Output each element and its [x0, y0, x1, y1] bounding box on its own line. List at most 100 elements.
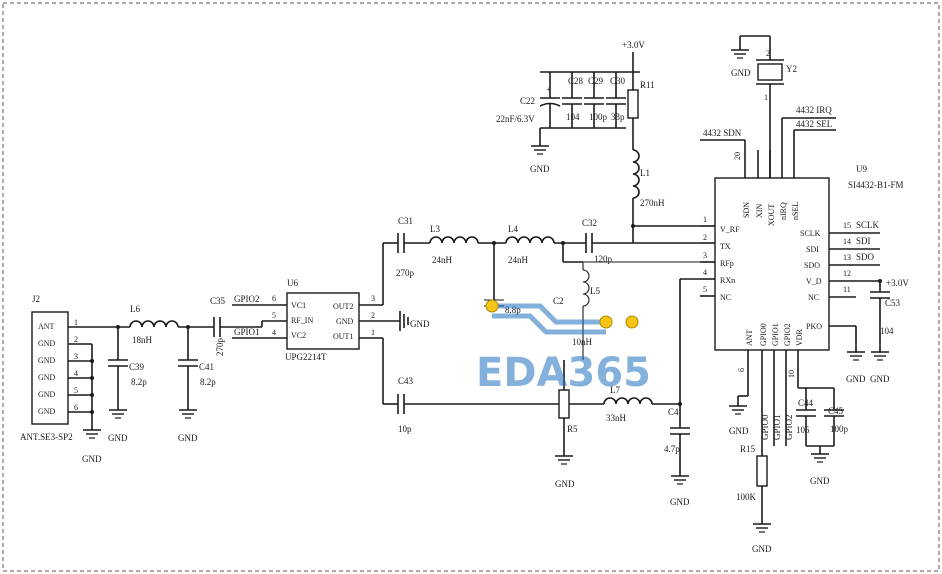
gnd-label: GND	[731, 68, 751, 78]
j2-pin-name: GND	[38, 339, 56, 348]
net-label-4432-sel: 4432 SEL	[796, 119, 832, 129]
gnd-label: GND	[555, 479, 575, 489]
u9-pin-name: V_D	[806, 277, 822, 286]
u6-part: UPG2214T	[285, 352, 327, 362]
gnd-label: GND	[530, 164, 550, 174]
u9-pin-name: PKO	[806, 322, 822, 331]
j2-pin-num: 3	[74, 352, 78, 361]
inductor-l5: L5 10nH	[572, 262, 600, 360]
j2-pin-name: GND	[38, 407, 56, 416]
u9-left-pins: V_RF TX RFp RXn NC 1 2 3 4 5	[700, 215, 740, 302]
c39-ref: C39	[129, 362, 145, 372]
u9-pin-name: NC	[720, 293, 731, 302]
j2-pin-num: 2	[74, 335, 78, 344]
gnd-label: GND	[82, 454, 102, 464]
c43-ref: C43	[398, 376, 414, 386]
u9-right-pins: SCLK SDI SDO V_D NC PKO 15 14 13 12 11 S…	[800, 220, 880, 331]
c39-value: 8.2p	[131, 377, 147, 387]
c32-ref: C32	[582, 218, 597, 228]
u9-pin-num: 5	[703, 285, 707, 294]
u9-pin-num: 6	[737, 368, 746, 372]
u9-bottom-pins: ANT GPIO0 GPIO1 GPIO2 VDR 6 10 GPIO0 GPI…	[737, 323, 804, 446]
c43-value: 10p	[398, 424, 412, 434]
j2-pin-name: GND	[38, 390, 56, 399]
l3-ref: L3	[430, 224, 440, 234]
u9-pin-name: GPIO1	[771, 323, 780, 346]
ic-u9: U9 SI4432-B1-FM V_RF TX RFp RXn NC 1 2 3…	[700, 105, 904, 446]
u9-pin-name: VDR	[795, 328, 804, 346]
capacitor-c39: C39 8.2p GND	[108, 327, 147, 443]
u6-pin-name: VC1	[291, 301, 306, 310]
u9-pin-name: nIRQ	[779, 202, 788, 220]
u9-pin-name: XOUT	[767, 204, 776, 226]
capacitor-c35: C35 270p	[210, 296, 262, 356]
l4-ref: L4	[508, 224, 518, 234]
capacitor-c44: C44 105	[796, 388, 816, 446]
u9-pin-name: TX	[720, 242, 731, 251]
net-label-gpio2: GPIO2	[234, 294, 260, 304]
capacitor-c45: C45 100p	[824, 388, 849, 446]
net-label-4432-sdn: 4432 SDN	[703, 128, 742, 138]
capacitor-c43: C43 10p	[397, 376, 414, 434]
inductor-l4: L4 24nH	[505, 224, 555, 265]
l5-value: 10nH	[572, 337, 593, 347]
ground-symbol	[82, 429, 102, 439]
c30-value: 33p	[611, 112, 625, 122]
u9-pin-name: XIN	[755, 204, 764, 218]
c53-value: 104	[880, 326, 894, 336]
gnd-label: GND	[729, 426, 749, 436]
capacitor-c4: C4 4.7p GND	[664, 404, 690, 507]
u9-pin-num: 14	[843, 237, 851, 246]
u9-pin-name: GPIO0	[759, 323, 768, 346]
j2-pin-num: 1	[74, 318, 78, 327]
c30-ref: C30	[610, 76, 626, 86]
u6-gnd-label: GND	[410, 319, 430, 329]
inductor-l7: L7 33nH	[603, 385, 653, 423]
c2-value: 8.8p	[505, 305, 521, 315]
u6-pin-num: 2	[371, 311, 375, 320]
svg-text:2: 2	[766, 49, 770, 58]
j2-pin-4: GND 4	[38, 369, 92, 382]
c32-value: 120p	[594, 254, 613, 264]
gnd-label: GND	[870, 374, 890, 384]
gnd-label: GND	[178, 433, 198, 443]
capacitor-c53: C53 104	[870, 291, 901, 342]
u9-part: SI4432-B1-FM	[848, 180, 904, 190]
capacitor-c22: + C22 22nF/6.3V	[496, 72, 561, 128]
u9-pin-num: 20	[733, 152, 742, 160]
connector-j2: J2 ANT.SE3-SP2 ANT 1 GND 2 GND 3 GND 4 G…	[20, 294, 130, 464]
net-label-sclk: SCLK	[856, 220, 880, 230]
j2-pin-name: ANT	[38, 322, 55, 331]
u9-pin-num: 1	[703, 215, 707, 224]
j2-pin-6: GND 6	[38, 403, 92, 416]
u9-pin-num: 10	[787, 370, 796, 378]
u6-pin-num: 3	[371, 294, 375, 303]
c28-ref: C28	[568, 76, 584, 86]
c31-value: 270p	[396, 268, 415, 278]
c29-value: 100p	[589, 112, 608, 122]
u9-ref: U9	[856, 164, 867, 174]
u9-top-pins: SDN XIN XOUT nIRQ nSEL 20 4432 SDN 4432 …	[700, 105, 836, 226]
c35-value: 270p	[215, 338, 225, 357]
gnd-label: GND	[670, 497, 690, 507]
u6-pin-name: OUT1	[333, 332, 353, 341]
svg-text:+: +	[546, 85, 551, 94]
l5-ref: L5	[590, 286, 600, 296]
net-label-gpio2-b: GPIO2	[784, 414, 794, 440]
u9-pin-name: NC	[808, 293, 819, 302]
l6-value: 18nH	[132, 335, 153, 345]
j2-pin-name: GND	[38, 373, 56, 382]
vcc-right-label: +3.0V	[886, 278, 909, 288]
vcc-top-label: +3.0V	[622, 40, 645, 50]
c4-value: 4.7p	[664, 444, 680, 454]
l7-value: 33nH	[606, 413, 627, 423]
u6-pin-num: 5	[272, 311, 276, 320]
u9-pin-num: 2	[703, 233, 707, 242]
u9-pin-name: SDI	[806, 245, 819, 254]
c45-ref: C45	[828, 406, 844, 416]
gnd-label: GND	[108, 433, 128, 443]
l1-value: 270nH	[640, 198, 665, 208]
u9-pin-name: nSEL	[791, 202, 800, 220]
